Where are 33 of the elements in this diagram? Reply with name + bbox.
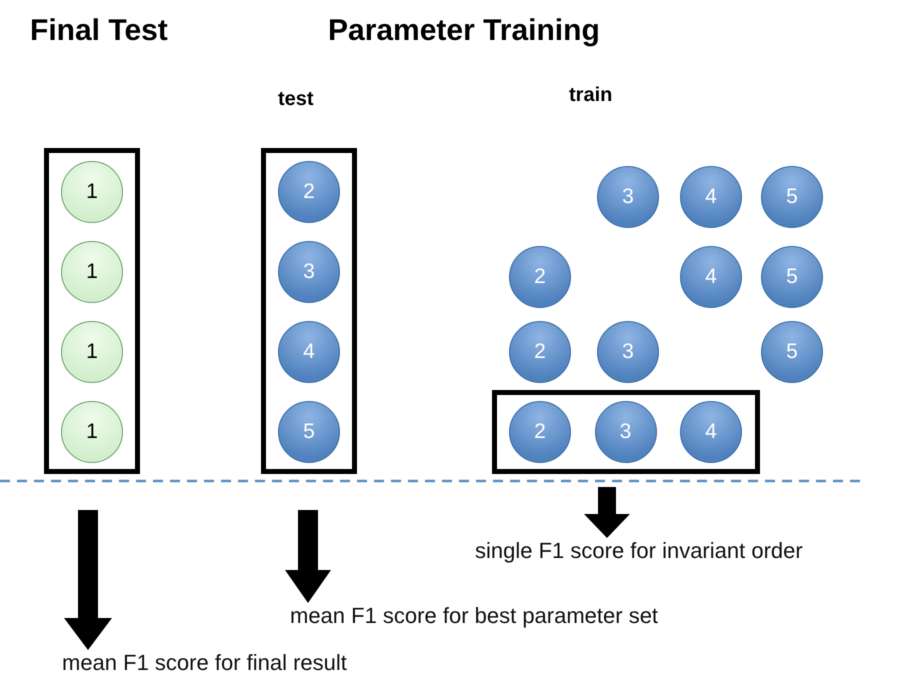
- numbered-circle: 5: [761, 166, 823, 228]
- numbered-circle: 1: [61, 241, 123, 303]
- result-text: single F1 score for invariant order: [475, 538, 803, 564]
- numbered-circle: 4: [680, 246, 742, 308]
- numbered-circle: 3: [278, 241, 340, 303]
- numbered-circle: 5: [278, 401, 340, 463]
- group-frame: [261, 148, 357, 474]
- numbered-circle: 4: [680, 166, 742, 228]
- heading: Parameter Training: [328, 14, 600, 48]
- numbered-circle: 5: [761, 246, 823, 308]
- result-text: mean F1 score for final result: [62, 650, 347, 676]
- down-arrow: [285, 510, 331, 603]
- down-arrow: [64, 510, 112, 650]
- numbered-circle: 2: [509, 321, 571, 383]
- numbered-circle: 4: [680, 401, 742, 463]
- numbered-circle: 2: [509, 401, 571, 463]
- numbered-circle: 3: [597, 321, 659, 383]
- heading: test: [278, 88, 314, 111]
- group-frame: [44, 148, 140, 474]
- numbered-circle: 2: [509, 246, 571, 308]
- numbered-circle: 3: [594, 401, 656, 463]
- result-text: mean F1 score for best parameter set: [290, 603, 658, 629]
- numbered-circle: 1: [61, 161, 123, 223]
- heading: train: [569, 84, 612, 107]
- down-arrow: [584, 487, 630, 538]
- group-frame: [492, 390, 760, 474]
- numbered-circle: 1: [61, 321, 123, 383]
- numbered-circle: 1: [61, 401, 123, 463]
- numbered-circle: 3: [597, 166, 659, 228]
- heading: Final Test: [30, 14, 168, 48]
- numbered-circle: 5: [761, 321, 823, 383]
- numbered-circle: 4: [278, 321, 340, 383]
- numbered-circle: 2: [278, 161, 340, 223]
